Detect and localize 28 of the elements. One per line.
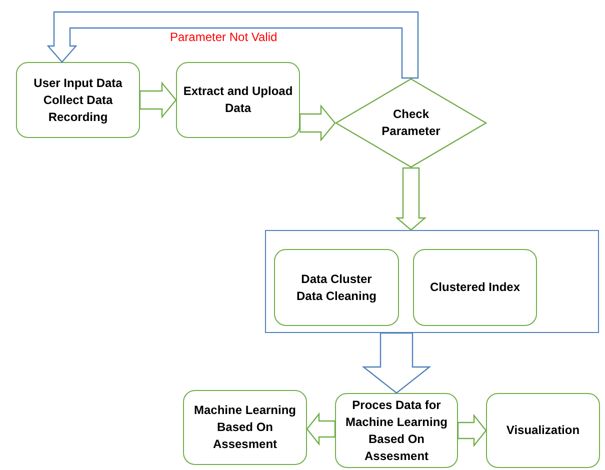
node-text: Proces Data for Machine Learning Based On Assesment	[344, 396, 449, 464]
block-arrow	[362, 332, 432, 394]
block-arrow	[457, 414, 487, 448]
process-box	[274, 249, 399, 326]
node-text: Recording	[48, 108, 108, 126]
block-arrow	[299, 104, 336, 142]
node-text: Extract and Upload Data	[182, 83, 294, 117]
process-box	[486, 393, 600, 468]
process-box	[413, 249, 537, 326]
node-text: Machine Learning Based On Assesment	[192, 402, 298, 453]
node-text: Clustered Index	[430, 279, 520, 296]
decision-diamond	[335, 78, 487, 168]
node-text: Data Cleaning	[296, 288, 376, 304]
node-text: Check Parameter	[380, 106, 442, 140]
block-arrow	[395, 167, 427, 231]
group-box	[265, 230, 599, 333]
node-text: Collect Data	[43, 92, 113, 108]
process-box	[16, 62, 140, 138]
block-arrow	[139, 81, 177, 119]
block-arrow	[306, 412, 336, 446]
process-box	[335, 393, 458, 468]
block-arrow	[46, 11, 419, 79]
node-text: Data Cluster	[301, 270, 372, 288]
node-text: User Input Data	[34, 74, 122, 92]
node-text: Visualization	[506, 422, 580, 439]
process-box	[176, 62, 300, 138]
edge-label: Parameter Not Valid	[170, 30, 278, 44]
process-box	[183, 390, 307, 465]
